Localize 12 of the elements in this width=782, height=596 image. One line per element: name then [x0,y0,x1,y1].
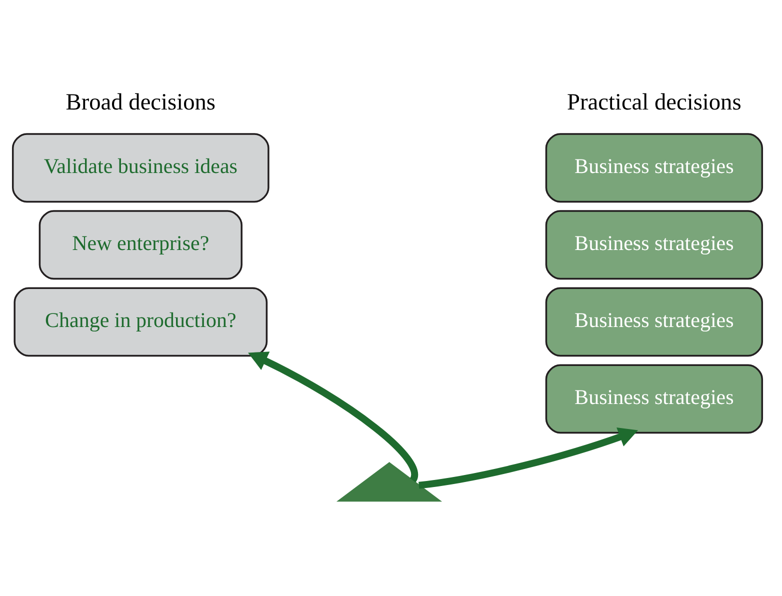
node-box: Business strategies [545,133,764,203]
node-box: New enterprise? [38,210,242,280]
node-box: Business strategies [545,287,764,357]
arrow [418,427,638,489]
node-box: Business strategies [545,210,764,280]
node-box: Change in production? [14,287,268,357]
node-triangle [336,462,442,502]
node-box: Business strategies [545,364,764,434]
label: Broad decisions [66,90,216,116]
arrow [248,352,418,482]
node-box: Validate business ideas [12,133,270,203]
label: Practical decisions [567,90,742,116]
